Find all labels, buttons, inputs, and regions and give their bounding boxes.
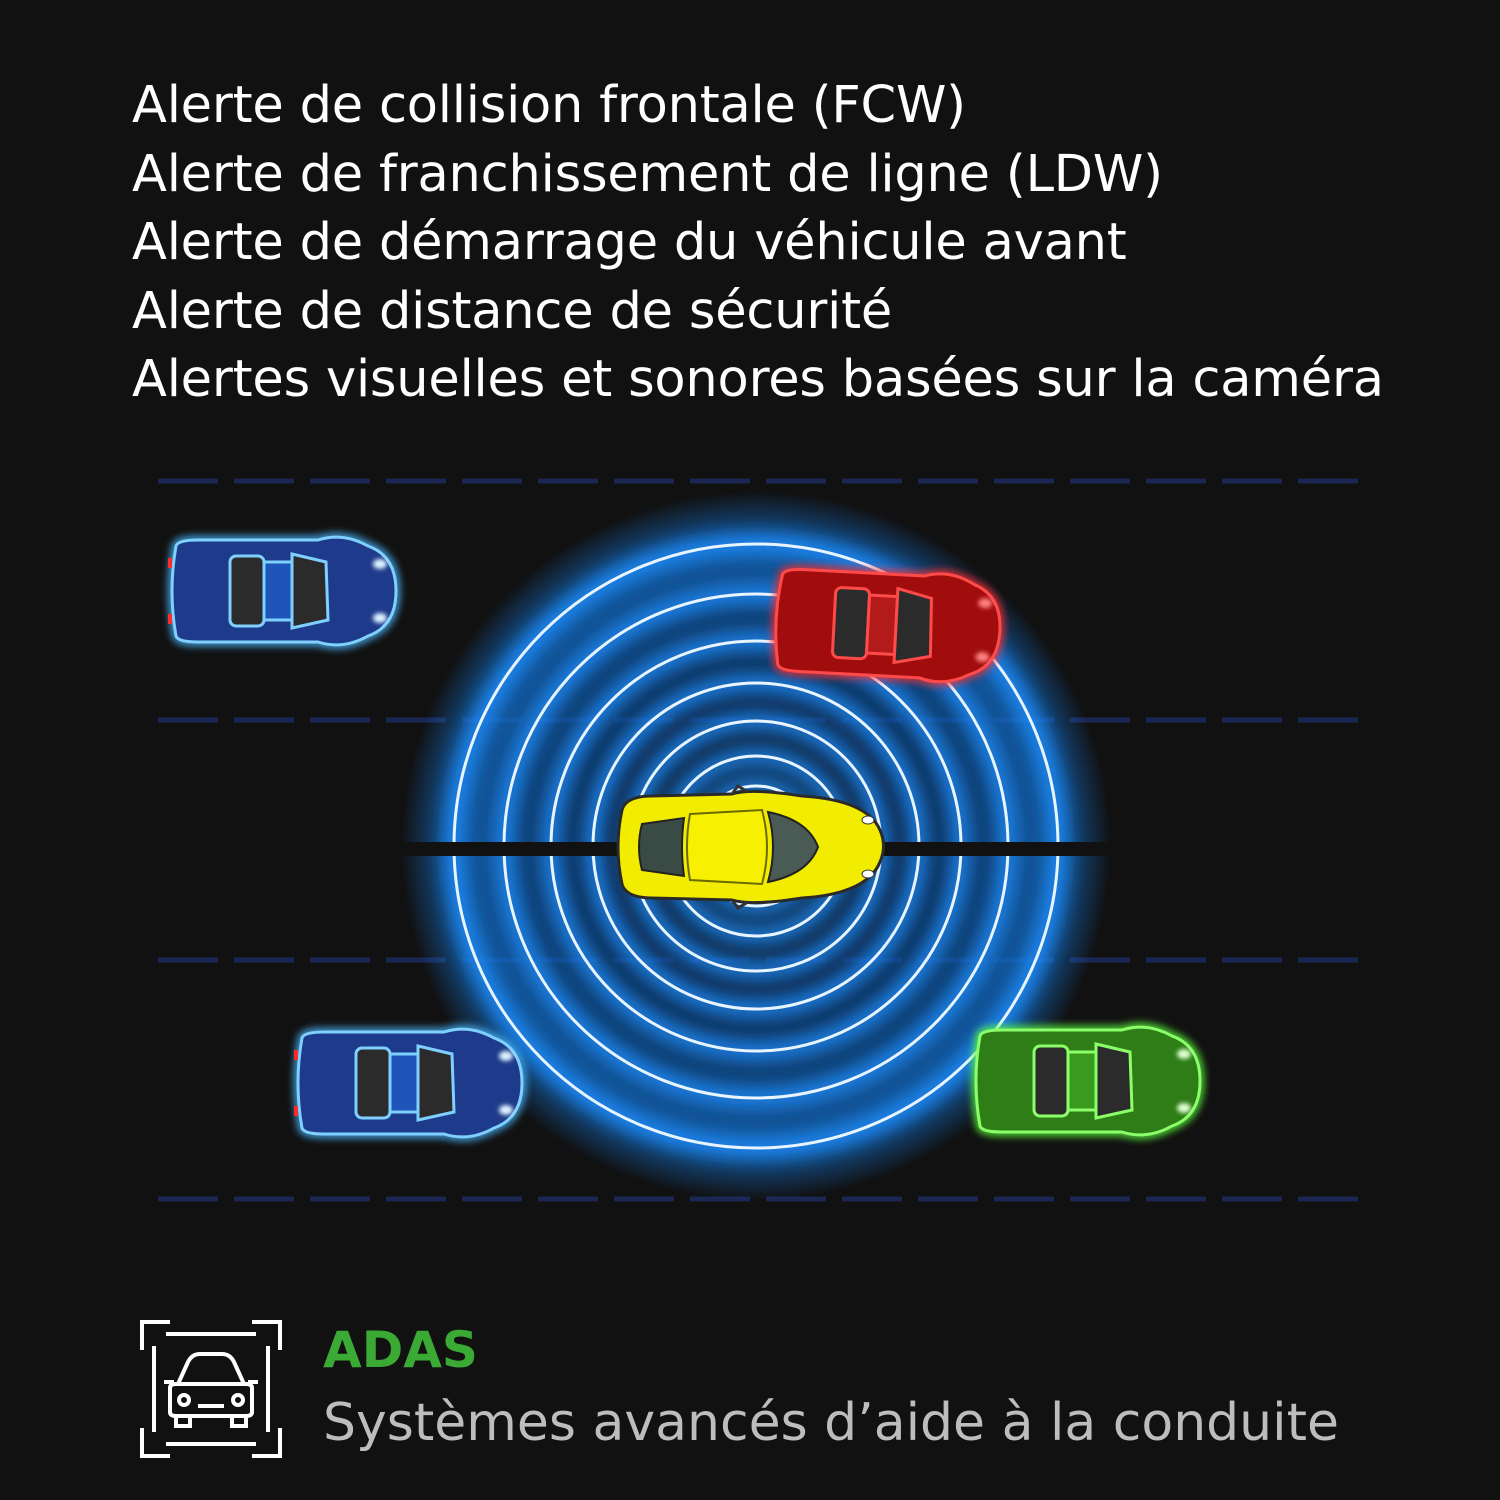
feature-item: Alerte de distance de sécurité bbox=[132, 281, 893, 341]
blue-car bbox=[168, 533, 401, 649]
radar-ring bbox=[549, 639, 963, 1053]
green-car bbox=[972, 1023, 1205, 1139]
feature-list: Alerte de collision frontale (FCW) Alert… bbox=[132, 72, 1384, 415]
feature-item: Alerte de démarrage du véhicule avant bbox=[132, 213, 1127, 272]
radar-ring bbox=[452, 542, 1060, 1150]
radar-ring bbox=[591, 681, 921, 1011]
red-car bbox=[771, 565, 1004, 686]
blue-car bbox=[294, 1025, 527, 1141]
brand-title: ADAS bbox=[323, 1321, 478, 1379]
feature-item: Alertes visuelles et sonores basées sur … bbox=[132, 350, 1384, 409]
feature-item: Alerte de franchissement de ligne (LDW) bbox=[132, 144, 1163, 204]
car-camera-frame-icon bbox=[140, 1320, 282, 1458]
brand-subtitle: Systèmes avancés d’aide à la conduite bbox=[323, 1393, 1339, 1453]
lane-markings bbox=[158, 478, 1360, 1202]
radar-ring bbox=[502, 592, 1010, 1100]
feature-item: Alerte de collision frontale (FCW) bbox=[132, 76, 966, 135]
yellow-car bbox=[616, 784, 885, 910]
